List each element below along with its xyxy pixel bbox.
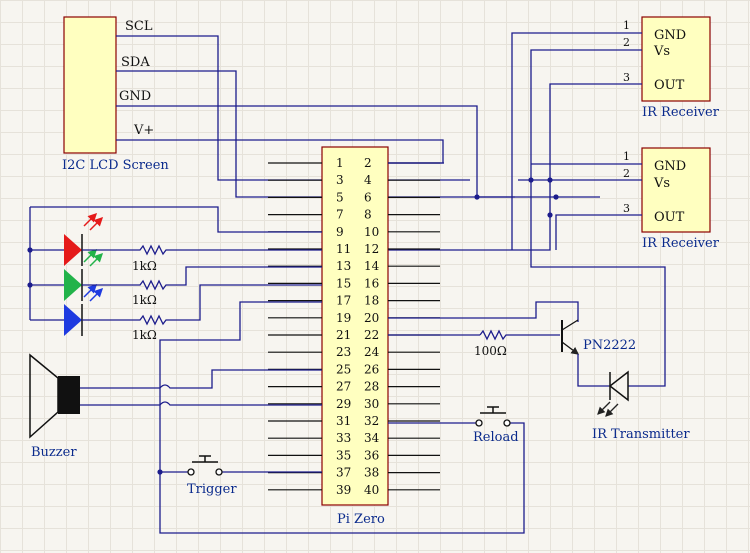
pi-pin-label-left: 27 (336, 380, 351, 394)
pi-pin-label-right: 24 (364, 345, 380, 359)
lcd-pin-gnd: GND (119, 89, 151, 104)
ir2-pin-vs: Vs (653, 176, 670, 191)
pi-pin-label-right: 30 (364, 397, 379, 411)
trigger-button[interactable]: Trigger (187, 455, 237, 497)
resistor-r2-label: 1kΩ (132, 293, 157, 307)
pi-pin-label-right: 36 (364, 448, 379, 462)
pi-pin-label-right: 14 (364, 259, 380, 273)
pi-pin-label-left: 39 (336, 483, 351, 497)
pi-pin-label-left: 23 (336, 345, 351, 359)
pi-pin-label-left: 17 (336, 294, 351, 308)
pi-pin-group: 1357911131517192123252729313335373924681… (268, 156, 440, 497)
led-red (64, 234, 82, 266)
pi-pin-label-right: 4 (364, 173, 372, 187)
ir2-pinnum-3: 3 (623, 202, 630, 215)
lcd-pin-vplus: V+ (133, 123, 154, 138)
led-resistors: 1kΩ 1kΩ 1kΩ (82, 244, 322, 342)
ir1-title: IR Receiver (642, 105, 720, 120)
pi-pin-label-right: 34 (364, 431, 380, 445)
pi-pin-label-left: 19 (336, 311, 351, 325)
buzzer-label: Buzzer (31, 445, 77, 460)
transistor-label: PN2222 (583, 338, 636, 353)
reload-label: Reload (473, 430, 519, 445)
pi-pin-label-left: 15 (336, 276, 351, 290)
transistor-circuit: 100Ω PN2222 IR Transmitter (388, 301, 690, 442)
buzzer: Buzzer (29, 353, 322, 460)
pi-title: Pi Zero (337, 512, 385, 527)
ir-receiver-wires (388, 32, 666, 387)
pi-pin-label-right: 26 (364, 362, 379, 376)
led-green (64, 269, 82, 301)
ir1-pinnum-1: 1 (623, 19, 630, 32)
button-wiring (159, 301, 525, 534)
led-blue (64, 304, 82, 336)
ir1-pin-vs: Vs (653, 44, 670, 59)
lcd-title: I2C LCD Screen (62, 158, 169, 173)
ir1-pinnum-3: 3 (623, 71, 630, 84)
pi-pin-label-right: 8 (364, 208, 372, 222)
trigger-label: Trigger (187, 482, 237, 497)
lcd-wires (116, 35, 515, 198)
resistor-r3-label: 1kΩ (132, 328, 157, 342)
pi-pin-label-left: 5 (336, 190, 344, 204)
pi-pin-label-right: 16 (364, 276, 379, 290)
pi-wires (388, 162, 480, 336)
ir2-title: IR Receiver (642, 236, 720, 251)
pi-pin-label-left: 31 (336, 414, 351, 428)
rgb-leds (29, 206, 322, 336)
lcd-pin-scl: SCL (125, 19, 153, 34)
ir2-pinnum-1: 1 (623, 150, 630, 163)
pi-pin-label-right: 10 (364, 225, 379, 239)
resistor-base-label: 100Ω (474, 344, 507, 358)
lcd-module: I2C LCD Screen SCL SDA GND V+ (62, 16, 169, 173)
ir-receiver-2: GND Vs OUT 1 2 3 IR Receiver (623, 147, 720, 251)
pi-pin-label-right: 32 (364, 414, 379, 428)
ir-diode (608, 370, 629, 402)
pi-pin-label-left: 33 (336, 431, 351, 445)
pi-zero: Pi Zero 13579111315171921232527293133353… (268, 146, 440, 527)
pi-pin-label-left: 3 (336, 173, 344, 187)
pi-pin-label-left: 35 (336, 448, 351, 462)
pi-pin-label-left: 11 (336, 242, 351, 256)
ir-transmitter-label: IR Transmitter (592, 427, 690, 442)
pi-pin-label-right: 20 (364, 311, 379, 325)
pi-pin-label-right: 22 (364, 328, 379, 342)
pi-pin-label-left: 37 (336, 466, 351, 480)
pi-pin-label-left: 25 (336, 362, 351, 376)
lcd-pin-sda: SDA (121, 55, 150, 70)
pi-pin-label-left: 13 (336, 259, 351, 273)
ir2-pin-gnd: GND (654, 159, 686, 174)
resistor-r1-label: 1kΩ (132, 259, 157, 273)
pi-pin-label-right: 12 (364, 242, 379, 256)
reload-button[interactable]: Reload (473, 406, 519, 445)
ir2-pinnum-2: 2 (623, 167, 630, 180)
pi-pin-label-right: 18 (364, 294, 379, 308)
pi-pin-label-left: 21 (336, 328, 351, 342)
wire-junctions (27, 177, 559, 475)
pi-pin-label-right: 2 (364, 156, 372, 170)
pi-pin-label-left: 7 (336, 208, 344, 222)
ir1-pinnum-2: 2 (623, 36, 630, 49)
pi-pin-label-left: 1 (336, 156, 344, 170)
pi-pin-label-right: 28 (364, 380, 379, 394)
pi-pin-label-left: 9 (336, 225, 344, 239)
pi-pin-label-right: 40 (364, 483, 379, 497)
ir1-pin-gnd: GND (654, 28, 686, 43)
ir-receiver-1: GND Vs OUT 1 2 3 IR Receiver (623, 16, 720, 120)
pi-pin-label-right: 38 (364, 466, 379, 480)
ir1-pin-out: OUT (654, 78, 685, 93)
pi-pin-label-left: 29 (336, 397, 351, 411)
ir2-pin-out: OUT (654, 210, 685, 225)
pi-pin-label-right: 6 (364, 190, 372, 204)
